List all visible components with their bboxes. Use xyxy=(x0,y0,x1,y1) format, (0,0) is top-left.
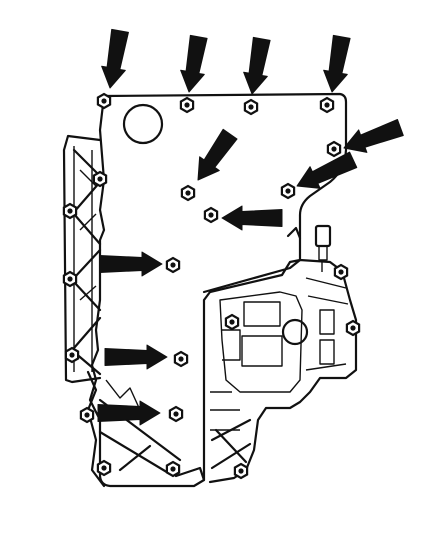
bolt-icon xyxy=(64,346,80,364)
plate-outline xyxy=(88,92,348,488)
arrow-icon xyxy=(197,128,238,181)
bolt-group xyxy=(62,92,361,480)
bolt-icon xyxy=(179,96,195,114)
lower-bracket xyxy=(86,370,206,488)
bolt-icon xyxy=(224,313,240,331)
arrow-icon xyxy=(97,400,161,426)
arrow-group xyxy=(97,28,404,426)
solenoid-connector xyxy=(286,224,332,272)
bolt-icon xyxy=(79,406,95,424)
bolt-icon xyxy=(62,202,78,220)
bolt-icon xyxy=(165,460,181,478)
bolt-icon xyxy=(326,140,342,158)
arrow-icon xyxy=(221,205,283,231)
arrow-icon xyxy=(101,28,129,89)
arrow-icon xyxy=(323,34,351,93)
bolt-icon xyxy=(280,182,296,200)
valve-body xyxy=(202,258,358,484)
bolt-icon xyxy=(168,405,184,423)
bolt-icon xyxy=(243,98,259,116)
arrow-icon xyxy=(104,344,168,370)
bolt-icon xyxy=(333,263,349,281)
bolt-icon xyxy=(96,92,112,110)
arrow-icon xyxy=(243,36,271,95)
arrow-icon xyxy=(99,251,163,277)
valve-port xyxy=(281,318,309,346)
bolt-icon xyxy=(203,206,219,224)
bolt-icon xyxy=(92,170,108,188)
bolt-icon xyxy=(345,319,361,337)
arrow-icon xyxy=(180,34,208,93)
arrow-icon xyxy=(343,118,404,153)
arrow-icon xyxy=(296,151,358,189)
bolt-icon xyxy=(96,459,112,477)
bolt-icon xyxy=(233,462,249,480)
bolt-icon xyxy=(319,96,335,114)
bolt-icon xyxy=(180,184,196,202)
plate-round-port xyxy=(122,103,164,145)
bolt-icon xyxy=(62,270,78,288)
bolt-icon xyxy=(173,350,189,368)
left-bracket xyxy=(62,134,102,384)
bolt-icon xyxy=(165,256,181,274)
